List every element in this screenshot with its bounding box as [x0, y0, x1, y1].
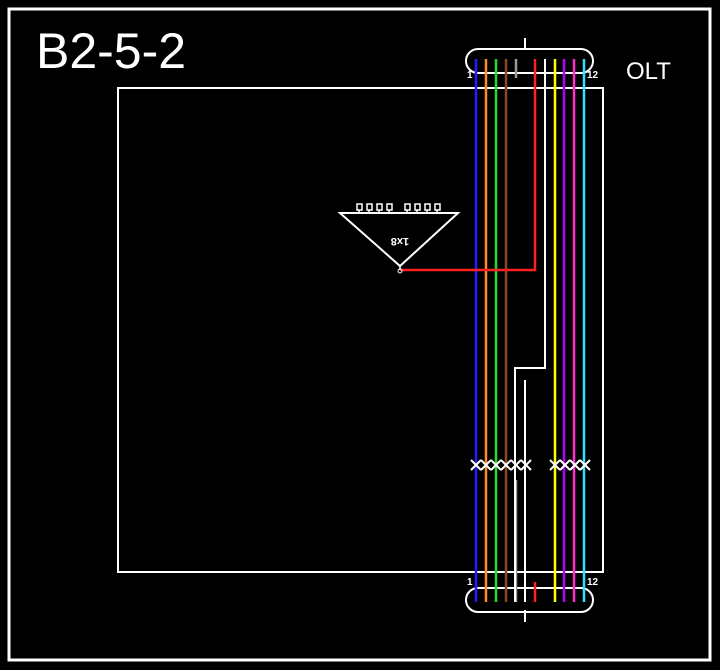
cut-marks-left	[470, 459, 532, 471]
enclosure-box	[117, 87, 604, 573]
splitter-body	[337, 212, 461, 268]
cut-marks-right	[549, 459, 591, 471]
fiber-6-route	[514, 59, 546, 602]
top-connector-end: 12	[587, 70, 599, 81]
bottom-connector-end: 12	[587, 577, 599, 588]
bottom-connector: 1 12	[465, 577, 599, 613]
outer-frame	[7, 7, 712, 662]
top-connector-start: 1	[467, 70, 473, 81]
olt-label: OLT	[626, 58, 671, 85]
splitter-input-port	[397, 268, 403, 274]
top-connector: 1 12	[465, 48, 599, 81]
bottom-connector-start: 1	[467, 577, 473, 588]
diagram-title: B2-5-2	[36, 23, 186, 79]
fiber-7-route	[400, 59, 537, 272]
splitter: 1x8	[337, 203, 461, 274]
splitter-outputs	[356, 203, 441, 213]
fiber-bundle	[400, 59, 586, 602]
splitter-label: 1x8	[391, 235, 409, 247]
